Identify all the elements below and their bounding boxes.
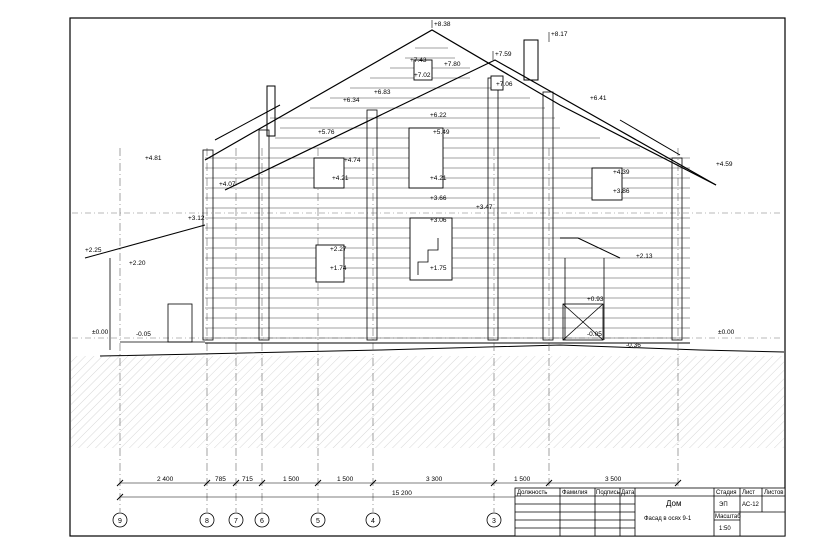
dimension-total: 15 200: [392, 490, 412, 497]
elevation-mark: +5.76: [318, 129, 335, 136]
elevation-mark: -0.05: [136, 331, 151, 338]
elevation-mark: +4.21: [332, 175, 349, 182]
elevation-mark: +2.25: [85, 247, 102, 254]
window-upper-left: [313, 157, 345, 189]
window-gable-right: [490, 75, 504, 91]
axis-label: 9: [118, 518, 122, 525]
title-block: [514, 487, 786, 537]
window-stair: [409, 217, 453, 281]
svg-text:+8.17: +8.17: [551, 31, 568, 38]
elevation-mark: +8.38: [431, 20, 451, 28]
elevation-mark: +8.17: [548, 31, 568, 42]
tb-sheets-header: Листов: [764, 490, 784, 496]
elevation-mark: +4.21: [430, 175, 447, 182]
elevation-mark: +3.47: [476, 204, 493, 211]
elevation-mark: ±0.00: [92, 329, 109, 336]
dimension-segment: 1 500: [337, 476, 354, 483]
tb-header-position: Должность: [517, 490, 547, 496]
tb-stage-value: ЭП: [719, 502, 728, 508]
elevation-mark: -0.05: [587, 331, 602, 338]
elevation-mark: +7.43: [410, 57, 427, 64]
elevation-mark: +0.93: [587, 296, 604, 303]
tb-sheet-value: АС-12: [742, 502, 760, 508]
elevation-mark: +7.59: [492, 51, 512, 60]
elevation-mark: +6.22: [430, 112, 447, 119]
elevation-mark: +3.86: [613, 188, 630, 195]
axis-label: 7: [234, 518, 238, 525]
elevation-mark: +7.02: [414, 72, 431, 79]
tb-scale-value: 1:50: [719, 526, 731, 532]
svg-text:+7.59: +7.59: [495, 51, 512, 58]
axis-label: 6: [260, 518, 264, 525]
dimension-segment: 3 300: [426, 476, 443, 483]
elevation-mark: +4.81: [145, 155, 162, 162]
elevation-mark: ±0.00: [718, 329, 735, 336]
axis-label: 3: [492, 518, 496, 525]
window-upper-right: [591, 167, 623, 201]
tb-scale-header: Масштаб: [715, 514, 741, 520]
elevation-mark: +2.27: [330, 246, 347, 253]
dimension-segment: 785: [215, 476, 226, 483]
elevation-mark: -0.36: [626, 342, 641, 349]
axis-label: 5: [316, 518, 320, 525]
elevation-mark: +3.12: [188, 215, 205, 222]
elevation-mark: +1.74: [330, 265, 347, 272]
elevation-mark: +6.83: [374, 89, 391, 96]
tb-stage-header: Стадия: [716, 490, 736, 496]
tb-header-date: Дата: [621, 490, 635, 496]
axis-label: 4: [371, 518, 375, 525]
tb-drawing-name: Фасад в осях 9-1: [644, 516, 692, 522]
elevation-mark: +1.75: [430, 265, 447, 272]
svg-text:+8.38: +8.38: [434, 21, 451, 28]
dimension-segment: 1 500: [514, 476, 531, 483]
elevation-mark: +6.34: [343, 97, 360, 104]
dimension-segment: 2 400: [157, 476, 174, 483]
elevation-mark: +7.80: [444, 61, 461, 68]
elevation-mark: +5.49: [433, 129, 450, 136]
axis-label: 8: [205, 518, 209, 525]
elevation-mark: +3.66: [430, 195, 447, 202]
elevation-mark: +2.13: [636, 253, 653, 260]
dimension-segment: 3 500: [605, 476, 622, 483]
sheet-frame: [69, 17, 786, 537]
elevation-mark: +3.06: [430, 217, 447, 224]
elevation-mark: +6.41: [590, 95, 607, 102]
elevation-marks: +8.38 +8.17 +7.59 +7.43 +7.80 +7.02 +7.0…: [85, 20, 735, 349]
elevation-mark: +4.59: [716, 161, 733, 168]
ground-section: [71, 344, 785, 448]
elevation-mark: +4.39: [613, 169, 630, 176]
dimension-segment: 715: [242, 476, 253, 483]
elevation-mark: +4.74: [344, 157, 361, 164]
title-block-text: Должность Фамилия Подпись Дата Стадия Ли…: [517, 490, 784, 532]
tb-header-signature: Подпись: [596, 490, 620, 496]
window-lower-left: [315, 244, 345, 283]
window-attic: [408, 127, 444, 189]
elevation-mark: +7.06: [496, 81, 513, 88]
axis-lines: [119, 148, 679, 512]
windows: [313, 59, 623, 283]
tb-header-surname: Фамилия: [562, 490, 587, 496]
dimension-segment: 1 500: [283, 476, 300, 483]
elevation-mark: +2.20: [129, 260, 146, 267]
elevation-mark: +4.07: [219, 181, 236, 188]
tb-object-name: Дом: [666, 499, 681, 508]
tb-sheet-header: Лист: [742, 490, 755, 496]
window-top-gable: [413, 59, 433, 81]
